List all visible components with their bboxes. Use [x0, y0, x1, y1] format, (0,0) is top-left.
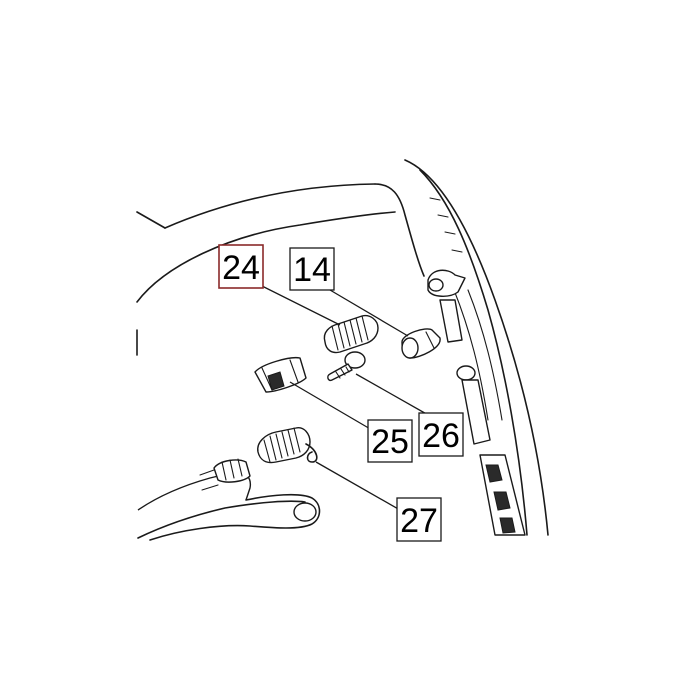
callout-25: 25 — [367, 419, 413, 463]
leader-25 — [289, 381, 373, 431]
leader-lines — [261, 285, 431, 511]
callout-27: 27 — [396, 497, 442, 542]
callout-25-label: 25 — [371, 423, 409, 461]
callout-24: 24 — [218, 244, 264, 289]
housing-outline — [136, 159, 549, 536]
callout-27-label: 27 — [400, 502, 438, 540]
callout-14-label: 14 — [293, 251, 331, 289]
part-27-torsion-spring — [257, 427, 318, 464]
callout-24-box — [218, 244, 264, 289]
leader-14 — [329, 289, 409, 337]
part-26-screw — [327, 351, 366, 382]
callout-26-box — [418, 412, 464, 457]
callout-24-label: 24 — [222, 249, 260, 287]
part-14-plug — [401, 328, 441, 359]
callout-25-box — [367, 419, 413, 463]
leader-24 — [261, 285, 341, 326]
lever-arm — [137, 458, 321, 541]
side-rail — [427, 269, 526, 536]
callout-26: 26 — [418, 412, 464, 457]
callout-26-label: 26 — [422, 417, 460, 455]
callout-14-box — [289, 247, 335, 291]
callout-27-box — [396, 497, 442, 542]
callout-14: 14 — [289, 247, 335, 291]
leader-26 — [355, 373, 431, 417]
leader-27 — [315, 461, 401, 511]
part-24-spring — [323, 314, 379, 354]
